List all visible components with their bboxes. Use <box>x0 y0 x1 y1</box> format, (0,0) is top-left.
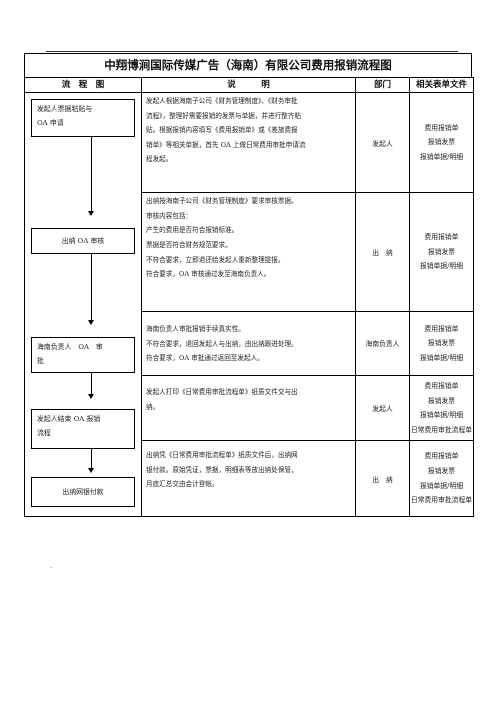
flow-step-text: 海南负责人 OA 审 <box>37 343 103 351</box>
header-flow: 流 程 图 <box>24 77 142 93</box>
form-item: 报销发票 <box>427 466 456 475</box>
step-row: 发起人票据粘贴与 OA 申请 出纳 OA 审核 海南负责人 OA 审 批 发起 <box>24 91 474 517</box>
description-line: 贴。根据报销内容填写《费用报销单》或《差旅费报 <box>146 126 298 135</box>
process-table: 流 程 图 说 明 部门 相关表单文件 发起人票据粘贴与 OA 申请 出纳 OA… <box>24 77 474 517</box>
step-row: 发起人打印《日常费用审批流程单》纸质文件交与出 纳。 发起人 费用报销单 报销发… <box>25 375 474 442</box>
form-item: 报销单据/明细 <box>419 353 464 362</box>
step-forms: 费用报销单 报销发票 报销单据/明细 <box>409 310 474 377</box>
flow-step-text: 流程 <box>37 429 51 437</box>
description-line: 发起人根据海南子公司《财务管理制度》、《财务审批 <box>146 97 298 105</box>
form-item: 费用报销单 <box>424 232 459 241</box>
document-title: 中翔博涧国际传媒广告（海南）有限公司费用报销流程图 <box>24 53 472 77</box>
form-item: 费用报销单 <box>424 452 459 461</box>
step-forms: 费用报销单 报销发票 报销单据/明细 <box>409 192 474 312</box>
step-description: 发起人根据海南子公司《财务管理制度》、《财务审批 流程》，整理好需要报销的发票与… <box>141 91 356 194</box>
description-line: 审核内容包括： <box>146 211 193 220</box>
step-department: 出 纳 <box>355 440 410 517</box>
arrow-down-icon <box>88 320 94 325</box>
form-item: 日常费用审批流程单 <box>410 496 473 505</box>
step-department: 海南负责人 <box>355 310 410 377</box>
flow-step-manager-approval: 海南负责人 OA 审 批 <box>31 337 135 373</box>
flow-step-text: 发起人票据粘贴与 <box>37 105 93 113</box>
flow-connector <box>91 137 92 211</box>
header-forms: 相关表单文件 <box>409 77 474 93</box>
form-item: 报销单据/明细 <box>419 152 464 161</box>
description-line: 产生的费用是否符合报销标准。 <box>146 226 239 235</box>
form-item: 报销发票 <box>427 138 456 147</box>
form-item: 费用报销单 <box>424 382 459 390</box>
step-forms: 费用报销单 报销发票 报销单据/明细 日常费用审批流程单 <box>409 440 474 517</box>
step-forms: 费用报销单 报销发票 报销单据/明细 <box>409 91 474 194</box>
top-rule <box>46 51 458 52</box>
description-line: 符合要求，OA 审核通过发至海南负责人。 <box>146 270 271 279</box>
flow-step-end-oa: 发起人结束 OA 报销 流程 <box>31 409 135 449</box>
flow-connector <box>91 373 92 394</box>
arrow-down-icon <box>88 468 94 473</box>
description-line: 销单》等相关单据，首先 OA 上做日常费用审批申请流 <box>146 140 306 149</box>
step-row: 出纳凭《日常费用审批流程单》纸质文件后，出纳网 银付款。原始凭证，票据，明细表等… <box>25 440 474 517</box>
form-item: 报销单据/明细 <box>419 262 464 271</box>
header-department: 部门 <box>355 77 410 93</box>
flow-connector <box>91 254 92 320</box>
flow-step-bank-payment: 出纳网银付款 <box>31 477 135 507</box>
header-row: 流 程 图 说 明 部门 相关表单文件 <box>24 77 474 93</box>
step-row: 海南负责人审批报销手续真实性。 不符合要求，退回发起人与出纳，由出纳跟进处理。 … <box>25 310 474 377</box>
arrow-down-icon <box>88 394 94 399</box>
description-line: 出纳按海南子公司《财务管理制度》要求审核票据。 <box>146 197 298 206</box>
description-line: 符合要求，OA 审批通过返回至发起人。 <box>146 354 264 363</box>
flow-step-submit: 发起人票据粘贴与 OA 申请 <box>31 99 135 137</box>
description-line: 银付款。原始凭证，票据，明细表等放出纳处保管， <box>146 465 298 474</box>
flow-step-text: 批 <box>37 357 44 365</box>
flow-step-text: 出纳 OA 审核 <box>61 237 105 245</box>
description-line: 流程》，整理好需要报销的发票与单据，并进行整齐粘 <box>146 111 301 120</box>
flow-connector <box>91 449 92 468</box>
step-department: 发起人 <box>355 375 410 442</box>
step-description: 发起人打印《日常费用审批流程单》纸质文件交与出 纳。 <box>141 375 356 442</box>
description-line: 海南负责人审批报销手续真实性。 <box>146 325 245 334</box>
description-line: 纳。 <box>146 402 160 411</box>
step-department: 发起人 <box>355 91 410 194</box>
form-item: 报销单据/明细 <box>419 411 464 420</box>
form-item: 报销单据/明细 <box>419 481 464 490</box>
description-line: 发起人打印《日常费用审批流程单》纸质文件交与出 <box>146 388 298 397</box>
flowchart-column: 发起人票据粘贴与 OA 申请 出纳 OA 审核 海南负责人 OA 审 批 发起 <box>24 92 142 517</box>
form-item: 报销发票 <box>427 247 456 256</box>
description-line: 不符合要求，退回发起人与出纳，由出纳跟进处理。 <box>146 339 298 348</box>
flow-step-text: OA 申请 <box>37 119 64 127</box>
flow-step-text: 出纳网银付款 <box>62 488 104 496</box>
form-item: 费用报销单 <box>424 324 459 333</box>
step-row: 出纳按海南子公司《财务管理制度》要求审核票据。 审核内容包括： 产生的费用是否符… <box>25 192 474 312</box>
description-line: 不符合要求，立即退还给发起人重新整理提报。 <box>146 255 285 264</box>
step-description: 海南负责人审批报销手续真实性。 不符合要求，退回发起人与出纳，由出纳跟进处理。 … <box>141 310 356 377</box>
flow-step-cashier-review: 出纳 OA 审核 <box>31 228 135 254</box>
step-description: 出纳按海南子公司《财务管理制度》要求审核票据。 审核内容包括： 产生的费用是否符… <box>141 192 356 312</box>
description-line: 票据是否符合财务规范要求。 <box>146 240 232 249</box>
description-line: 出纳凭《日常费用审批流程单》纸质文件后，出纳网 <box>146 451 298 460</box>
footer-mark: . <box>50 562 53 570</box>
form-item: 费用报销单 <box>424 123 459 132</box>
arrow-down-icon <box>88 211 94 216</box>
form-item: 报销发票 <box>427 396 456 405</box>
header-description: 说 明 <box>141 77 356 93</box>
flow-step-text: 发起人结束 OA 报销 <box>37 415 101 423</box>
form-item: 日常费用审批流程单 <box>410 425 473 434</box>
step-forms: 费用报销单 报销发票 报销单据/明细 日常费用审批流程单 <box>409 375 474 442</box>
description-line: 月底汇总交由会计登帐。 <box>146 480 219 489</box>
form-item: 报销发票 <box>427 339 456 348</box>
step-description: 出纳凭《日常费用审批流程单》纸质文件后，出纳网 银付款。原始凭证，票据，明细表等… <box>141 440 356 517</box>
step-department: 出 纳 <box>355 192 410 312</box>
description-line: 程发起。 <box>146 155 173 164</box>
